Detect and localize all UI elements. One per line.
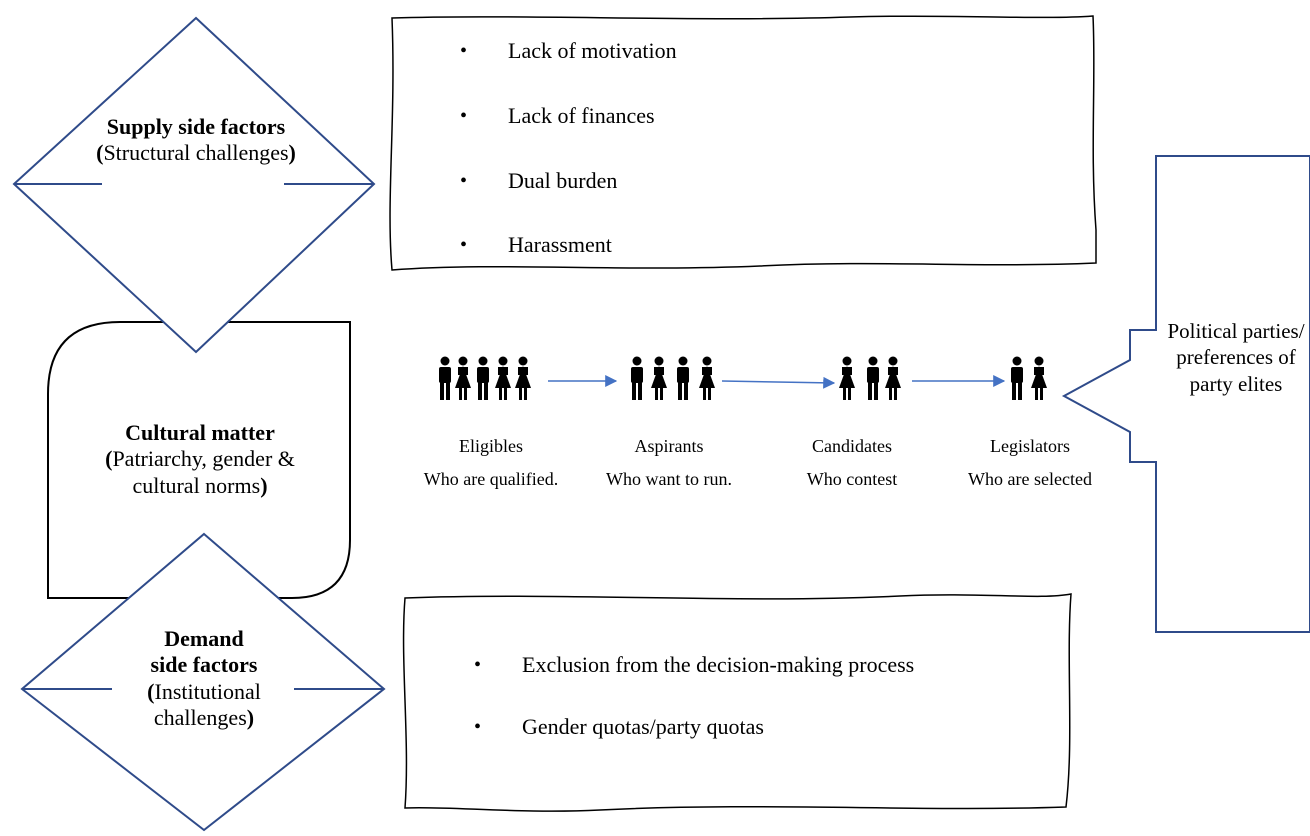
political-parties-label: Political parties/ preferences of party … bbox=[1167, 319, 1305, 396]
list-item: Lack of finances bbox=[508, 103, 655, 128]
list-item: Lack of motivation bbox=[508, 38, 677, 63]
list-item: Gender quotas/party quotas bbox=[522, 714, 764, 739]
supply-side-label: Supply side factors (Structural challeng… bbox=[96, 114, 296, 167]
stage-label: Legislators bbox=[990, 436, 1070, 456]
demand-subtitle-1: Institutional challenges bbox=[153, 678, 261, 731]
demand-paren-open: ( bbox=[147, 678, 155, 704]
demand-title-line2: side factors bbox=[150, 652, 258, 678]
supply-title: Supply side factors bbox=[106, 114, 286, 139]
eligibles-people-icon bbox=[439, 356, 531, 400]
stage-label: Eligibles bbox=[459, 436, 523, 456]
stage-candidates: Candidates Who contest bbox=[782, 436, 922, 490]
cultural-subtitle: Patriarchy, gender & cultural norms bbox=[112, 446, 295, 498]
aspirants-people-icon bbox=[631, 356, 715, 400]
stage-eligibles: Eligibles Who are qualified. bbox=[406, 436, 576, 490]
stage-desc: Who are qualified. bbox=[423, 469, 559, 489]
stage-desc: Who are selected bbox=[968, 469, 1092, 489]
cultural-title: Cultural matter bbox=[125, 420, 275, 445]
arrow-aspirants-to-candidates bbox=[721, 376, 836, 389]
bullet-icon: • bbox=[460, 234, 468, 256]
candidates-people-icon bbox=[839, 356, 901, 400]
legislators-people-icon bbox=[1011, 356, 1047, 400]
demand-factors-box bbox=[402, 593, 1072, 812]
cultural-paren-close: ) bbox=[260, 472, 268, 498]
stage-desc: Who want to run. bbox=[606, 469, 732, 489]
demand-side-diamond bbox=[20, 532, 386, 832]
supply-paren-close: ) bbox=[288, 140, 296, 166]
demand-title-line1: Demand bbox=[164, 626, 244, 651]
list-item: Exclusion from the decision-making proce… bbox=[522, 652, 915, 677]
cultural-paren-open: ( bbox=[105, 446, 113, 472]
bullet-icon: • bbox=[474, 716, 482, 738]
demand-paren-close: ) bbox=[246, 705, 255, 731]
supply-paren-open: ( bbox=[96, 140, 104, 166]
stage-label: Candidates bbox=[812, 436, 892, 456]
stage-label: Aspirants bbox=[634, 436, 704, 456]
political-parties-arrow bbox=[1061, 155, 1310, 633]
bullet-icon: • bbox=[460, 105, 468, 127]
list-item: Dual burden bbox=[508, 168, 618, 193]
stage-desc: Who contest bbox=[806, 469, 898, 489]
cultural-matter-label: Cultural matter (Patriarchy, gender & cu… bbox=[60, 420, 340, 499]
bullet-icon: • bbox=[474, 654, 482, 676]
demand-side-label: Demand side factors (Institutional chall… bbox=[104, 626, 304, 732]
bullet-icon: • bbox=[460, 170, 468, 192]
supply-subtitle: Structural challenges bbox=[103, 140, 289, 166]
supply-factors-box bbox=[389, 15, 1097, 271]
stage-legislators: Legislators Who are selected bbox=[942, 436, 1118, 490]
stage-aspirants: Aspirants Who want to run. bbox=[584, 436, 754, 490]
list-item: Harassment bbox=[508, 232, 612, 257]
supply-side-diamond bbox=[12, 16, 376, 354]
bullet-icon: • bbox=[460, 40, 468, 62]
